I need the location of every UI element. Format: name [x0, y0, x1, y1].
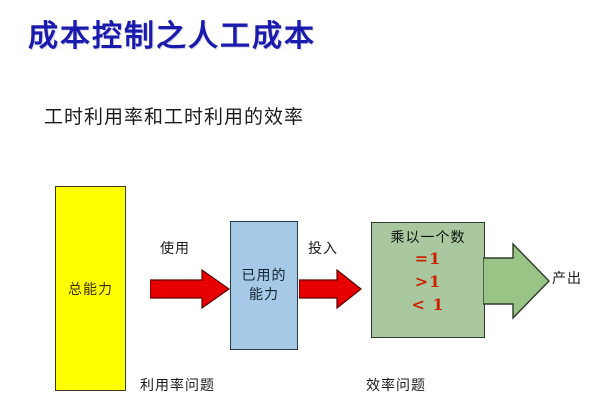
multiplier-heading: 乘以一个数 [390, 230, 466, 246]
output-arrow-label: 产出 [552, 271, 582, 287]
arrow-right-icon-svg [482, 242, 550, 320]
used-capacity-label-line2: 能力 [249, 286, 279, 303]
used-capacity-box: 已用的 能力 [230, 221, 298, 350]
slide-subtitle: 工时利用率和工时利用的效率 [44, 106, 305, 128]
arrow-right-icon [149, 268, 231, 310]
efficiency-caption: 效率问题 [366, 378, 426, 394]
multiplier-value-greater: >1 [414, 272, 442, 291]
multiplier-values: =1 >1 < 1 [411, 250, 444, 314]
use-arrow-label: 使用 [160, 241, 190, 257]
page-title: 成本控制之人工成本 [28, 19, 316, 54]
arrow-right-icon [298, 268, 362, 310]
multiplier-box: 乘以一个数 =1 >1 < 1 [371, 222, 485, 338]
arrow-right-icon-svg [298, 268, 362, 310]
input-arrow-label: 投入 [308, 241, 338, 257]
used-capacity-label: 已用的 能力 [242, 267, 287, 305]
used-capacity-label-line1: 已用的 [241, 267, 287, 284]
total-capacity-label: 总能力 [68, 281, 113, 298]
multiplier-value-less: < 1 [411, 295, 445, 314]
multiplier-value-equal: =1 [414, 249, 442, 268]
utilization-caption: 利用率问题 [140, 378, 215, 394]
total-capacity-box: 总能力 [55, 186, 126, 391]
arrow-right-icon-svg [149, 268, 231, 310]
arrow-right-icon [482, 242, 551, 320]
